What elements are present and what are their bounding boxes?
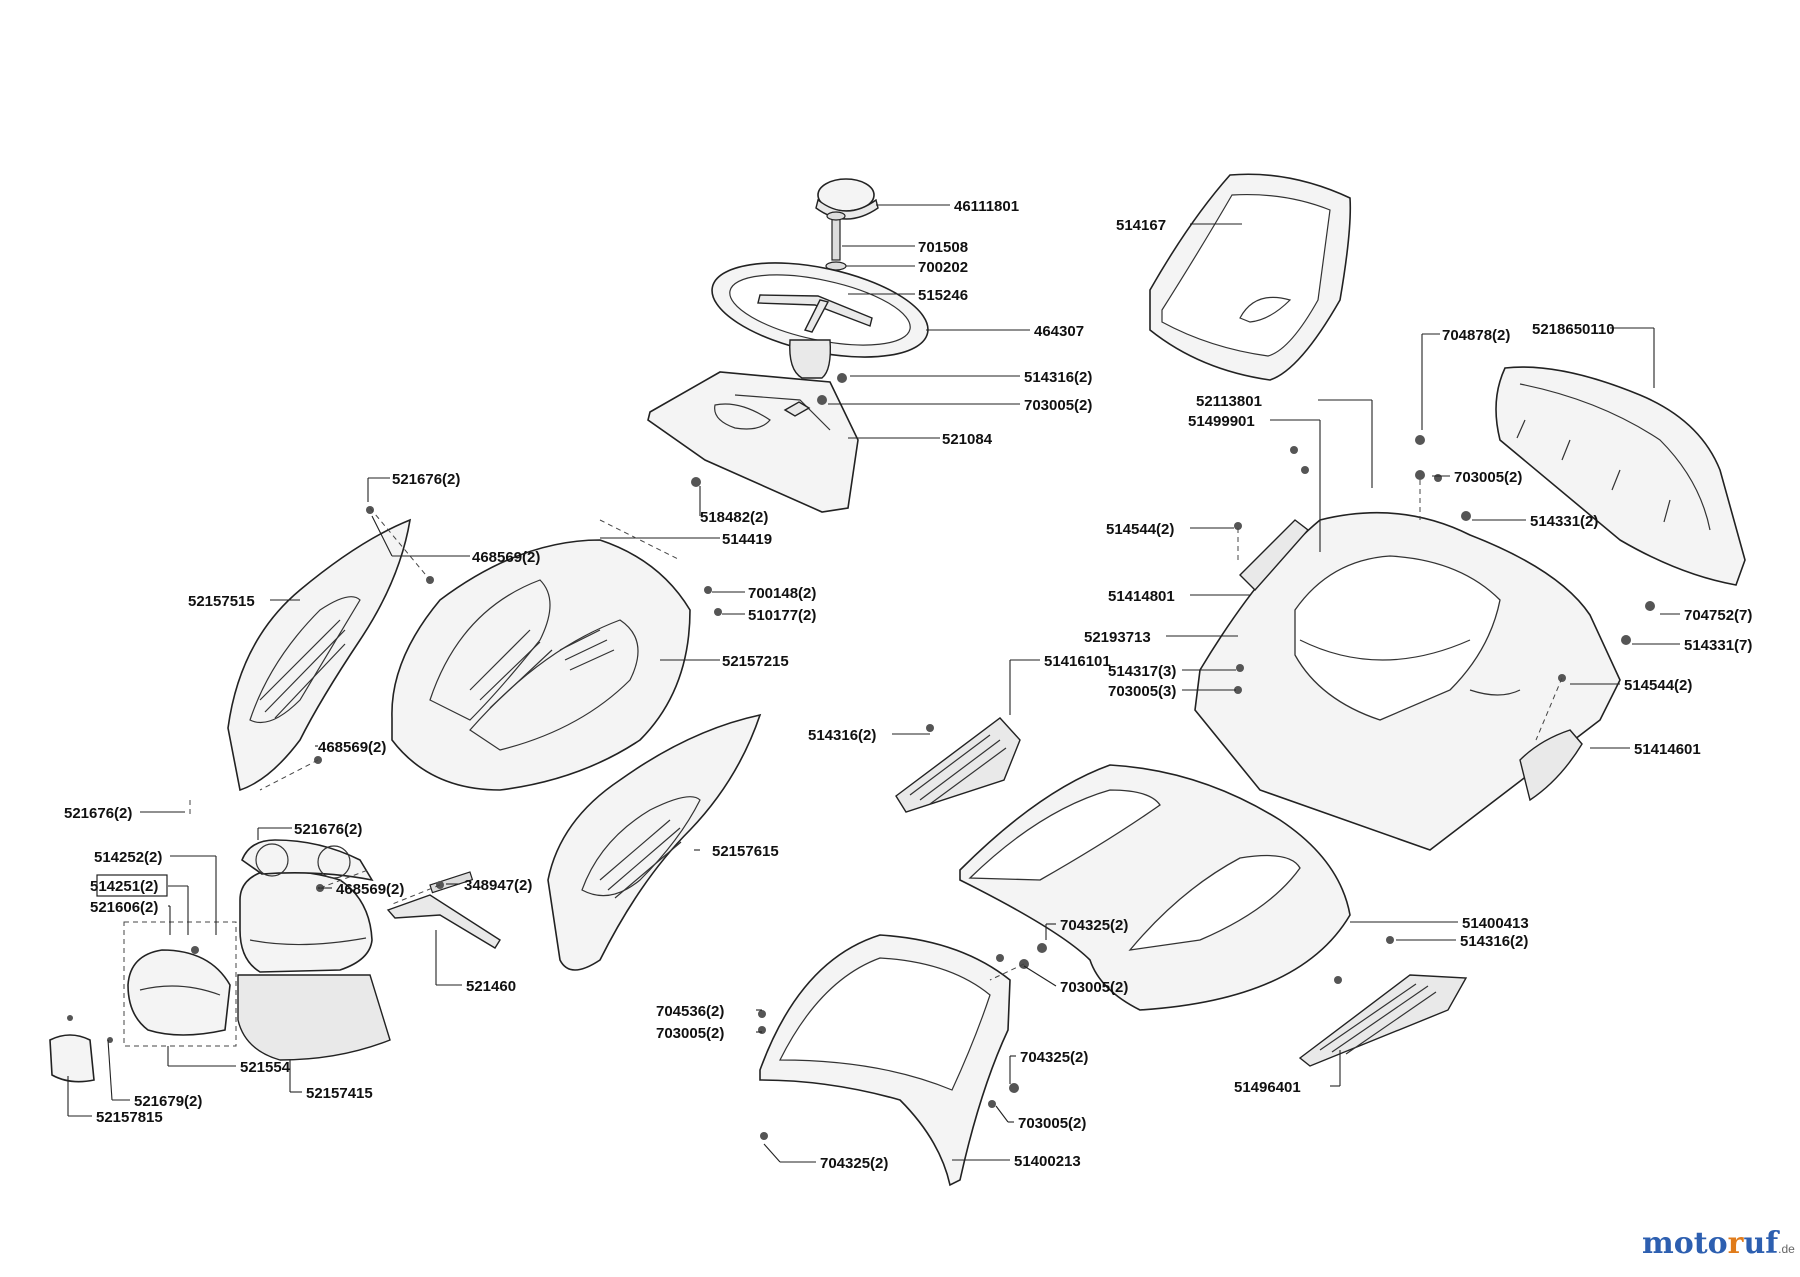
label-521676-b: 521676(2) [64,805,132,822]
front-axle-cover [759,934,1011,1187]
leader-lines [67,204,1680,1163]
label-704752: 704752(7) [1684,607,1752,624]
label-514331-a: 514331(2) [1530,513,1598,530]
brand-logo-part2: r [1727,1226,1744,1261]
label-52157215: 52157215 [722,653,789,670]
label-514316-c: 514316(2) [1460,933,1528,950]
label-51414801: 51414801 [1108,588,1175,605]
label-703005-c: 703005(3) [1108,683,1176,700]
label-510177: 510177(2) [748,607,816,624]
label-468569-c: 468569(2) [336,881,404,898]
label-514316-a: 514316(2) [1024,369,1092,386]
label-468569-b: 468569(2) [318,739,386,756]
label-514317: 514317(3) [1108,663,1176,680]
label-514331-b: 514331(7) [1684,637,1752,654]
label-51400213: 51400213 [1014,1153,1081,1170]
label-704536: 704536(2) [656,1003,724,1020]
brand-logo-tld: .de [1778,1242,1795,1256]
label-348947: 348947(2) [464,877,532,894]
label-704325-c: 704325(2) [820,1155,888,1172]
label-514544-b: 514544(2) [1624,677,1692,694]
label-514316-b: 514316(2) [808,727,876,744]
label-514252: 514252(2) [94,849,162,866]
label-514544-a: 514544(2) [1106,521,1174,538]
part-labels: 46111801 701508 700202 515246 464307 514… [64,198,1752,1172]
label-514251-box [96,874,168,897]
side-panel-right [547,713,762,971]
label-703005-a: 703005(2) [1024,397,1092,414]
label-521676-a: 521676(2) [392,471,460,488]
label-703005-b: 703005(2) [1454,469,1522,486]
side-panel-left [227,518,412,792]
label-5218650110: 5218650110 [1532,321,1615,338]
label-51400413: 51400413 [1462,915,1529,932]
label-514167: 514167 [1116,217,1166,234]
grille-group-box [123,921,237,1047]
fasteners [67,373,1655,1140]
label-521606: 521606(2) [90,899,158,916]
dashboard-panel [647,371,859,513]
brand-logo-part1: moto [1642,1226,1728,1261]
label-51499901: 51499901 [1188,413,1255,430]
label-52157615: 52157615 [712,843,779,860]
footplate-right [1298,974,1468,1067]
label-704325-b: 704325(2) [1020,1049,1088,1066]
label-52157815: 52157815 [96,1109,163,1126]
footboard-cover [959,764,1351,1011]
footplate-left [895,717,1021,813]
label-701508: 701508 [918,239,968,256]
hood-front-cover [391,539,691,791]
steering-bolt [826,211,846,261]
label-52113801: 52113801 [1196,393,1262,410]
label-700202: 700202 [918,259,968,276]
label-521676-c: 521676(2) [294,821,362,838]
label-700148: 700148(2) [748,585,816,602]
brand-logo: motoruf.de [1642,1226,1795,1261]
label-704878: 704878(2) [1442,327,1510,344]
body-shell [1194,511,1621,851]
label-703005-d: 703005(2) [1060,979,1128,996]
label-703005-e: 703005(2) [656,1025,724,1042]
label-704325-a: 704325(2) [1060,917,1128,934]
front-trim-piece [49,1034,95,1083]
brand-logo-part3: uf [1743,1226,1779,1261]
label-46111801: 46111801 [954,198,1019,215]
steering-cap [815,178,879,220]
label-51496401: 51496401 [1234,1079,1301,1096]
label-52157515: 52157515 [188,593,255,610]
label-521460: 521460 [466,978,516,995]
label-51416101: 51416101 [1044,653,1111,670]
handle-51414601 [1519,729,1583,802]
label-521084: 521084 [942,431,993,448]
label-51414601: 51414601 [1634,741,1701,758]
label-515246: 515246 [918,287,968,304]
label-514251: 514251(2) [90,878,158,895]
label-52157415: 52157415 [306,1085,373,1102]
label-521679: 521679(2) [134,1093,202,1110]
headlight-lens [127,949,231,1036]
label-468569-a: 468569(2) [472,549,540,566]
label-703005-f: 703005(2) [1018,1115,1086,1132]
label-514419: 514419 [722,531,772,548]
label-518482: 518482(2) [700,509,768,526]
front-grille [237,839,391,1061]
label-52193713: 52193713 [1084,629,1151,646]
rear-cover [1495,366,1746,586]
dashed-guides [189,480,1563,981]
label-521554: 521554 [240,1059,291,1076]
seat [1149,173,1352,381]
label-464307: 464307 [1034,323,1084,340]
panel-51414801 [1239,519,1310,592]
steering-wheel [711,262,929,379]
